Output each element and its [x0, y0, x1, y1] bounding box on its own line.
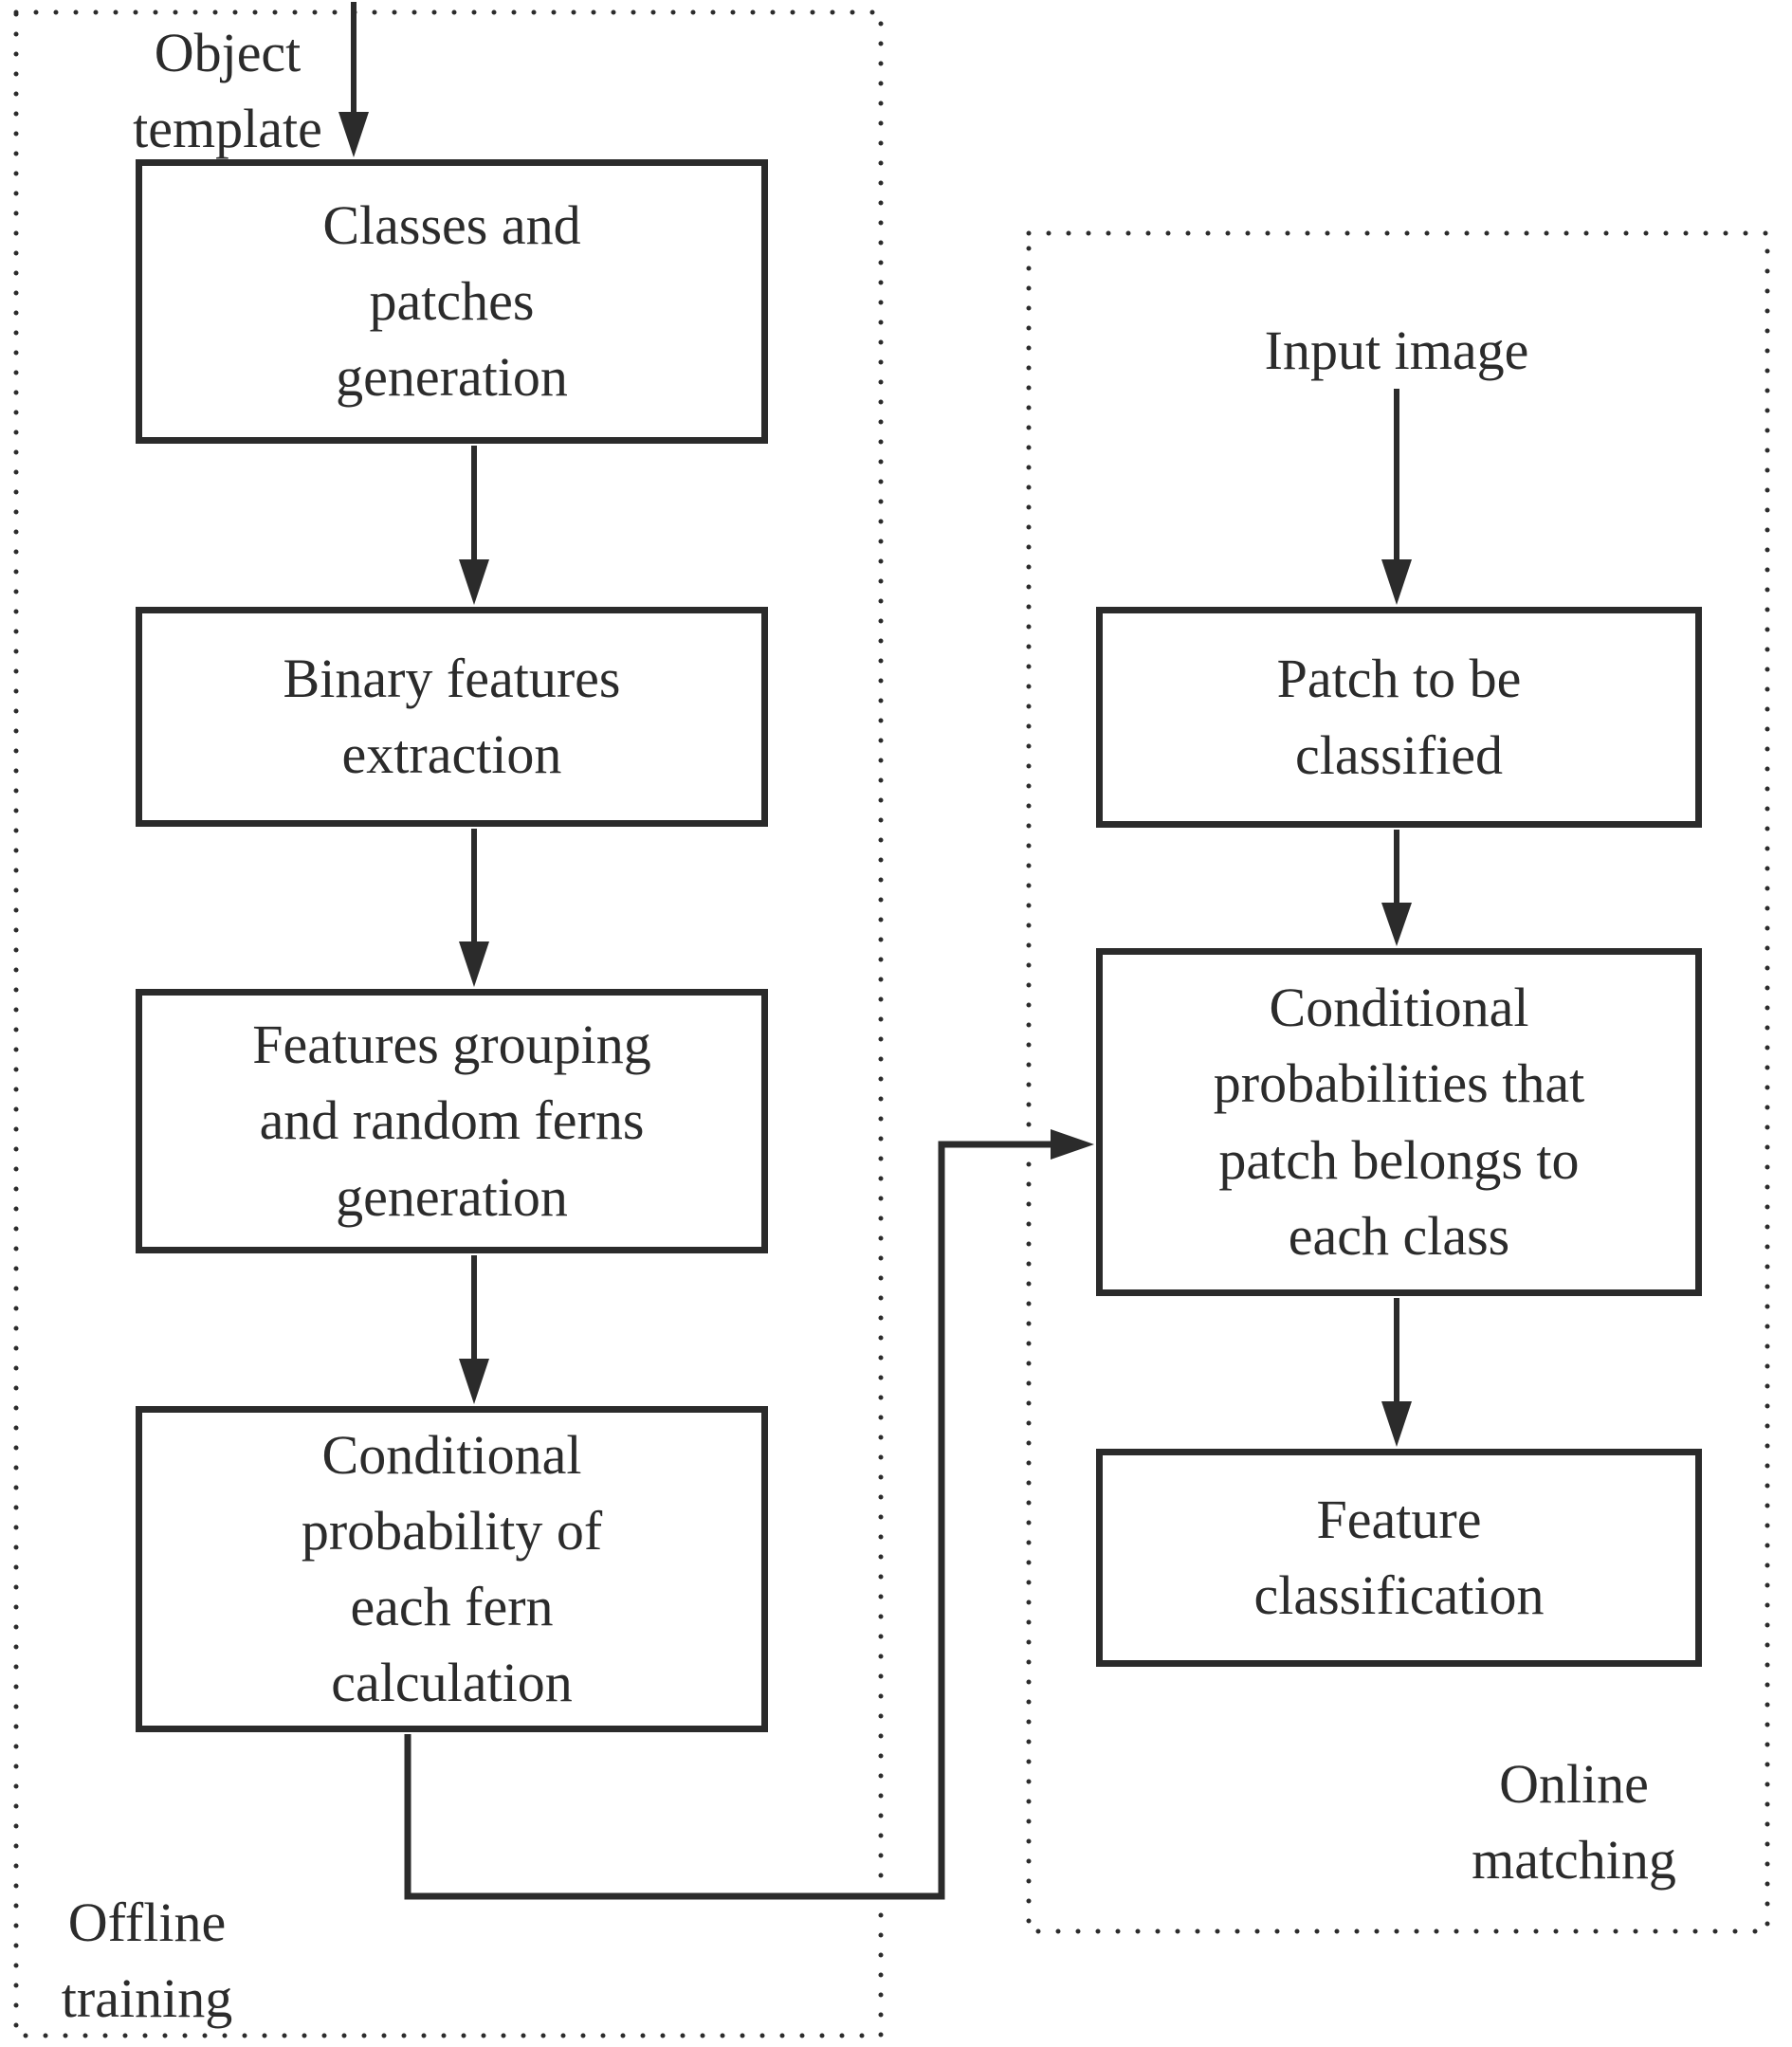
box-label: Conditional probability of each fern cal…	[301, 1423, 603, 1714]
box-feature-classification: Feature classification	[1096, 1449, 1702, 1667]
box-label: Patch to be classified	[1276, 648, 1522, 786]
online-matching-region-border	[1026, 230, 1770, 1934]
arrow-conditional-probabilities-to-feature-classification	[1381, 1298, 1412, 1447]
box-conditional-probabilities-patch-class: Conditional probabilities that patch bel…	[1096, 948, 1702, 1296]
connector-fern-probability-to-conditional-probabilities	[404, 1129, 1094, 1900]
box-binary-features-extraction: Binary features extraction	[136, 607, 768, 827]
box-label: Binary features extraction	[283, 647, 621, 785]
box-label: Feature classification	[1253, 1488, 1545, 1626]
arrow-grouping-to-fern-probability	[459, 1255, 489, 1404]
box-classes-and-patches-generation: Classes and patches generation	[136, 159, 768, 444]
box-label: Classes and patches generation	[322, 193, 581, 409]
box-label: Features grouping and random ferns gener…	[252, 1014, 651, 1228]
arrow-classes-to-binary-features	[459, 446, 489, 605]
arrow-binary-features-to-grouping	[459, 829, 489, 987]
online-matching-region-label: Online matching	[1472, 1753, 1676, 1892]
arrow-object-template-to-classes-box	[338, 2, 369, 157]
box-patch-to-be-classified: Patch to be classified	[1096, 607, 1702, 828]
box-features-grouping-random-ferns: Features grouping and random ferns gener…	[136, 989, 768, 1253]
object-template-label: Object template	[133, 22, 322, 160]
box-conditional-probability-each-fern: Conditional probability of each fern cal…	[136, 1406, 768, 1732]
box-label: Conditional probabilities that patch bel…	[1213, 977, 1585, 1267]
arrow-patch-to-conditional-probabilities	[1381, 830, 1412, 946]
offline-training-region-label: Offline training	[61, 1892, 233, 2030]
arrow-input-image-to-patch-box	[1381, 389, 1412, 605]
input-image-label: Input image	[1264, 320, 1529, 381]
